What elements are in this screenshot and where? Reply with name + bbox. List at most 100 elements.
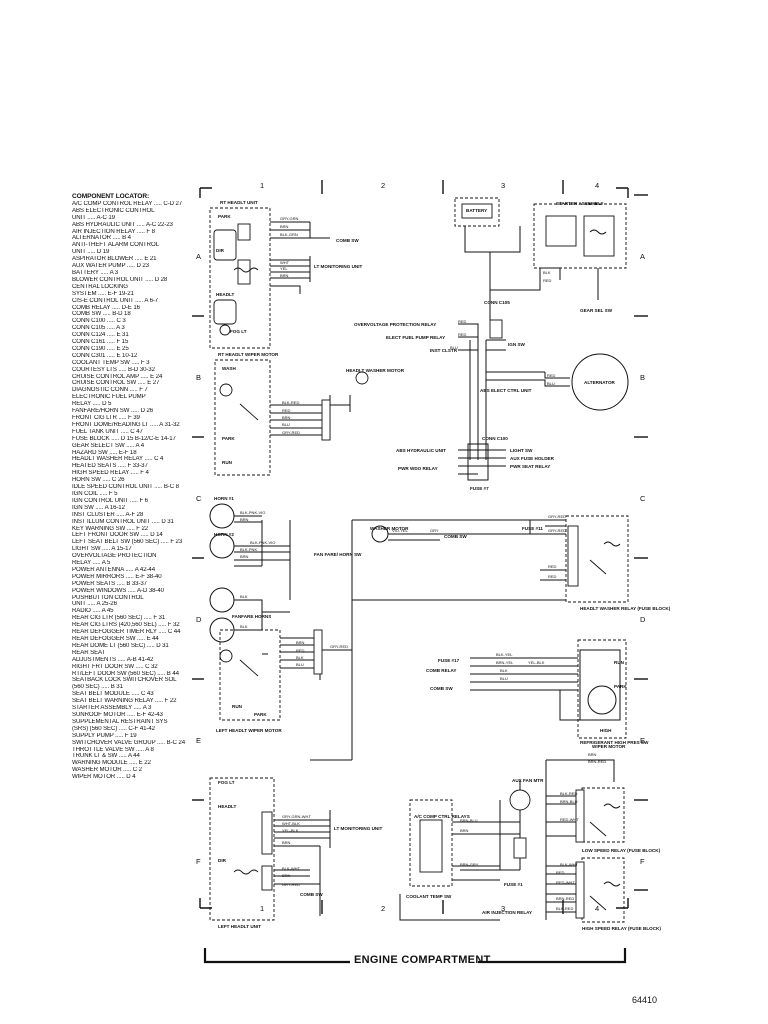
locator-row: RIGHT FRT DOOR SW ..... C 32 — [72, 664, 200, 671]
locator-row: FUEL TANK UNIT ..... C 47 — [72, 429, 200, 436]
locator-component: SEAT BELT MODULE — [72, 691, 130, 698]
locator-row: STARTER ASSEMBLY ..... A 3 — [72, 705, 200, 712]
figure-number: 64410 — [632, 995, 658, 1005]
locator-component: WARNING MODULE — [72, 760, 128, 767]
locator-leader: ..... — [125, 263, 137, 270]
wire-label: BLK — [240, 594, 248, 599]
locator-row: A/C COMP CONTROL RELAY ..... C-D 27 — [72, 201, 200, 208]
locator-leader: ..... — [115, 580, 127, 587]
locator-leader: ..... — [126, 587, 138, 594]
locator-row: COMB SW ..... B-D 18 — [72, 311, 200, 318]
locator-row: HEATED SEATS ..... F 33-37 — [72, 463, 200, 470]
locator-row: WARNING MODULE ..... E 22 — [72, 760, 200, 767]
grid-row-c-right: C — [640, 494, 646, 503]
locator-row: ANTI-THEFT ALARM CONTROL — [72, 242, 200, 249]
locator-leader: ..... — [129, 408, 141, 415]
locator-grid-ref: E-F 38-40 — [135, 573, 162, 580]
locator-component: REAR DEFOGGER TIMER RLY — [72, 629, 157, 636]
locator-component: BLOWER CONTROL UNIT — [72, 276, 144, 283]
label-dir-f: DIR — [218, 858, 227, 863]
wire-label: BRN-YEL — [496, 660, 514, 665]
locator-row: BLOWER CONTROL UNIT ..... D 28 — [72, 277, 200, 284]
locator-component: INST CLUSTER — [72, 511, 115, 518]
locator-leader: ..... — [100, 477, 112, 484]
wire-label: BRN-BLU — [460, 818, 478, 823]
locator-grid-ref: E-F 19-21 — [107, 290, 134, 297]
locator-grid-ref: E 25 — [116, 345, 129, 352]
label-fuse-11: FUSE #11 — [522, 526, 543, 531]
locator-row: IDLE SPEED CONTROL UNIT ..... B-C 8 — [72, 484, 200, 491]
label-park-d: PARK — [614, 684, 627, 689]
locator-grid-ref: E-F 18 — [118, 449, 137, 456]
grid-col-1-top: 1 — [260, 181, 264, 190]
locator-grid-ref: F 33-37 — [127, 463, 148, 470]
label-washer-motor: WASHER MOTOR — [370, 526, 409, 531]
locator-row: UNIT ..... A-C 19 — [72, 215, 200, 222]
label-comb-sw-a: COMB SW — [336, 238, 359, 243]
locator-leader: ..... — [90, 401, 103, 408]
locator-grid-ref: E 31 — [116, 332, 129, 339]
locator-row: RELAY ..... D 5 — [72, 401, 200, 408]
wire-label: YEL-BLK — [282, 828, 299, 833]
locator-grid-ref: C 44 — [167, 629, 181, 636]
locator-component: SEATBACK LOCK SWITCHOVER SOL — [72, 677, 177, 684]
wire-label: GRY-RED — [548, 528, 566, 533]
wire-label: BRN-GRY — [460, 862, 479, 867]
label-wash: WASH — [222, 366, 236, 371]
wire-label: BLK-PNK-VIO — [250, 540, 275, 545]
locator-component: CRUISE CONTROL SW — [72, 380, 137, 387]
label-overvoltage-relay: OVERVOLTAGE PROTECTION RELAY — [354, 322, 436, 327]
label-refrigerant-sw: REFRIGERANT HIGH PRES SW — [580, 740, 649, 745]
locator-row: CONN C100 ..... C 3 — [72, 318, 200, 325]
wire-label: BRN — [282, 873, 291, 878]
locator-leader: ..... — [113, 732, 125, 739]
locator-component: COMB SW — [72, 311, 102, 318]
label-ac-comp-ctrl-relays: A/C COMP CTRL RELAYS — [414, 814, 470, 819]
wire-label: RED-WHT — [560, 817, 579, 822]
wire-label: BRN-RED — [556, 896, 574, 901]
locator-grid-ref: D 5 — [102, 401, 112, 408]
locator-grid-ref: F 31 — [153, 615, 166, 622]
wire-label: BRN — [460, 828, 469, 833]
label-abs-elect-ctrl-unit: ABS ELECT CTRL UNIT — [480, 388, 532, 393]
locator-grid-ref: E 24 — [150, 373, 163, 380]
locator-component: FANFARE/HORN SW — [72, 408, 130, 415]
locator-grid-ref: A 25-26 — [96, 601, 117, 608]
locator-row: FANFARE/HORN SW ..... D 26 — [72, 408, 200, 415]
wire-label: RED — [548, 564, 557, 569]
grid-row-c-left: C — [196, 494, 202, 503]
locator-grid-ref: E 27 — [147, 380, 160, 387]
locator-row: ADJUSTMENTS ..... A-B 41-42 — [72, 657, 200, 664]
label-park-e: PARK — [254, 712, 267, 717]
locator-component: HORN SW — [72, 477, 101, 484]
locator-grid-ref: D 28 — [154, 276, 168, 283]
label-coolant-temp-sw: COOLANT TEMP SW — [406, 894, 452, 899]
locator-leader: ..... — [129, 359, 141, 366]
locator-leader: ..... — [128, 497, 140, 504]
locator-grid-ref: F 22 — [164, 698, 177, 705]
locator-leader: ..... — [156, 622, 168, 629]
locator-leader: ..... — [134, 746, 146, 753]
label-left-headlt-wiper-motor: LEFT HEADLT WIPER MOTOR — [216, 728, 282, 733]
locator-row: IGN COIL ..... F 5 — [72, 491, 200, 498]
locator-grid-ref: B 31 — [110, 684, 123, 691]
locator-row: HAZARD SW ..... E-F 18 — [72, 450, 200, 457]
locator-component: INST ILLUM CONTROL UNIT — [72, 518, 151, 525]
locator-component: CONN C124 — [72, 332, 106, 339]
locator-grid-ref: A-B 41-42 — [126, 656, 154, 663]
locator-grid-ref: A 4 — [135, 442, 145, 449]
locator-component: CENTRAL LOCKING — [72, 283, 128, 290]
label-abs-hydraulic-unit: ABS HYDRAULIC UNIT — [396, 448, 446, 453]
locator-row: LEFT FRONT DOOR SW ..... D 14 — [72, 532, 200, 539]
locator-grid-ref: F 7 — [139, 387, 148, 394]
label-conn-c100: CONN C100 — [482, 436, 508, 441]
grid-col-1-bottom: 1 — [260, 904, 264, 913]
locator-grid-ref: A 42-44 — [134, 566, 155, 573]
wire-label: BLK-RED — [560, 791, 577, 796]
label-monitoring-a: LT MONITORING UNIT — [314, 264, 363, 269]
locator-component: RIGHT FRT DOOR SW — [72, 663, 134, 670]
locator-grid-ref: D-E 16 — [121, 304, 140, 311]
locator-row: REAR DEFOGGER SW ..... E 44 — [72, 636, 200, 643]
locator-component: REAR CIG LTR (560 SEC) — [72, 615, 143, 622]
